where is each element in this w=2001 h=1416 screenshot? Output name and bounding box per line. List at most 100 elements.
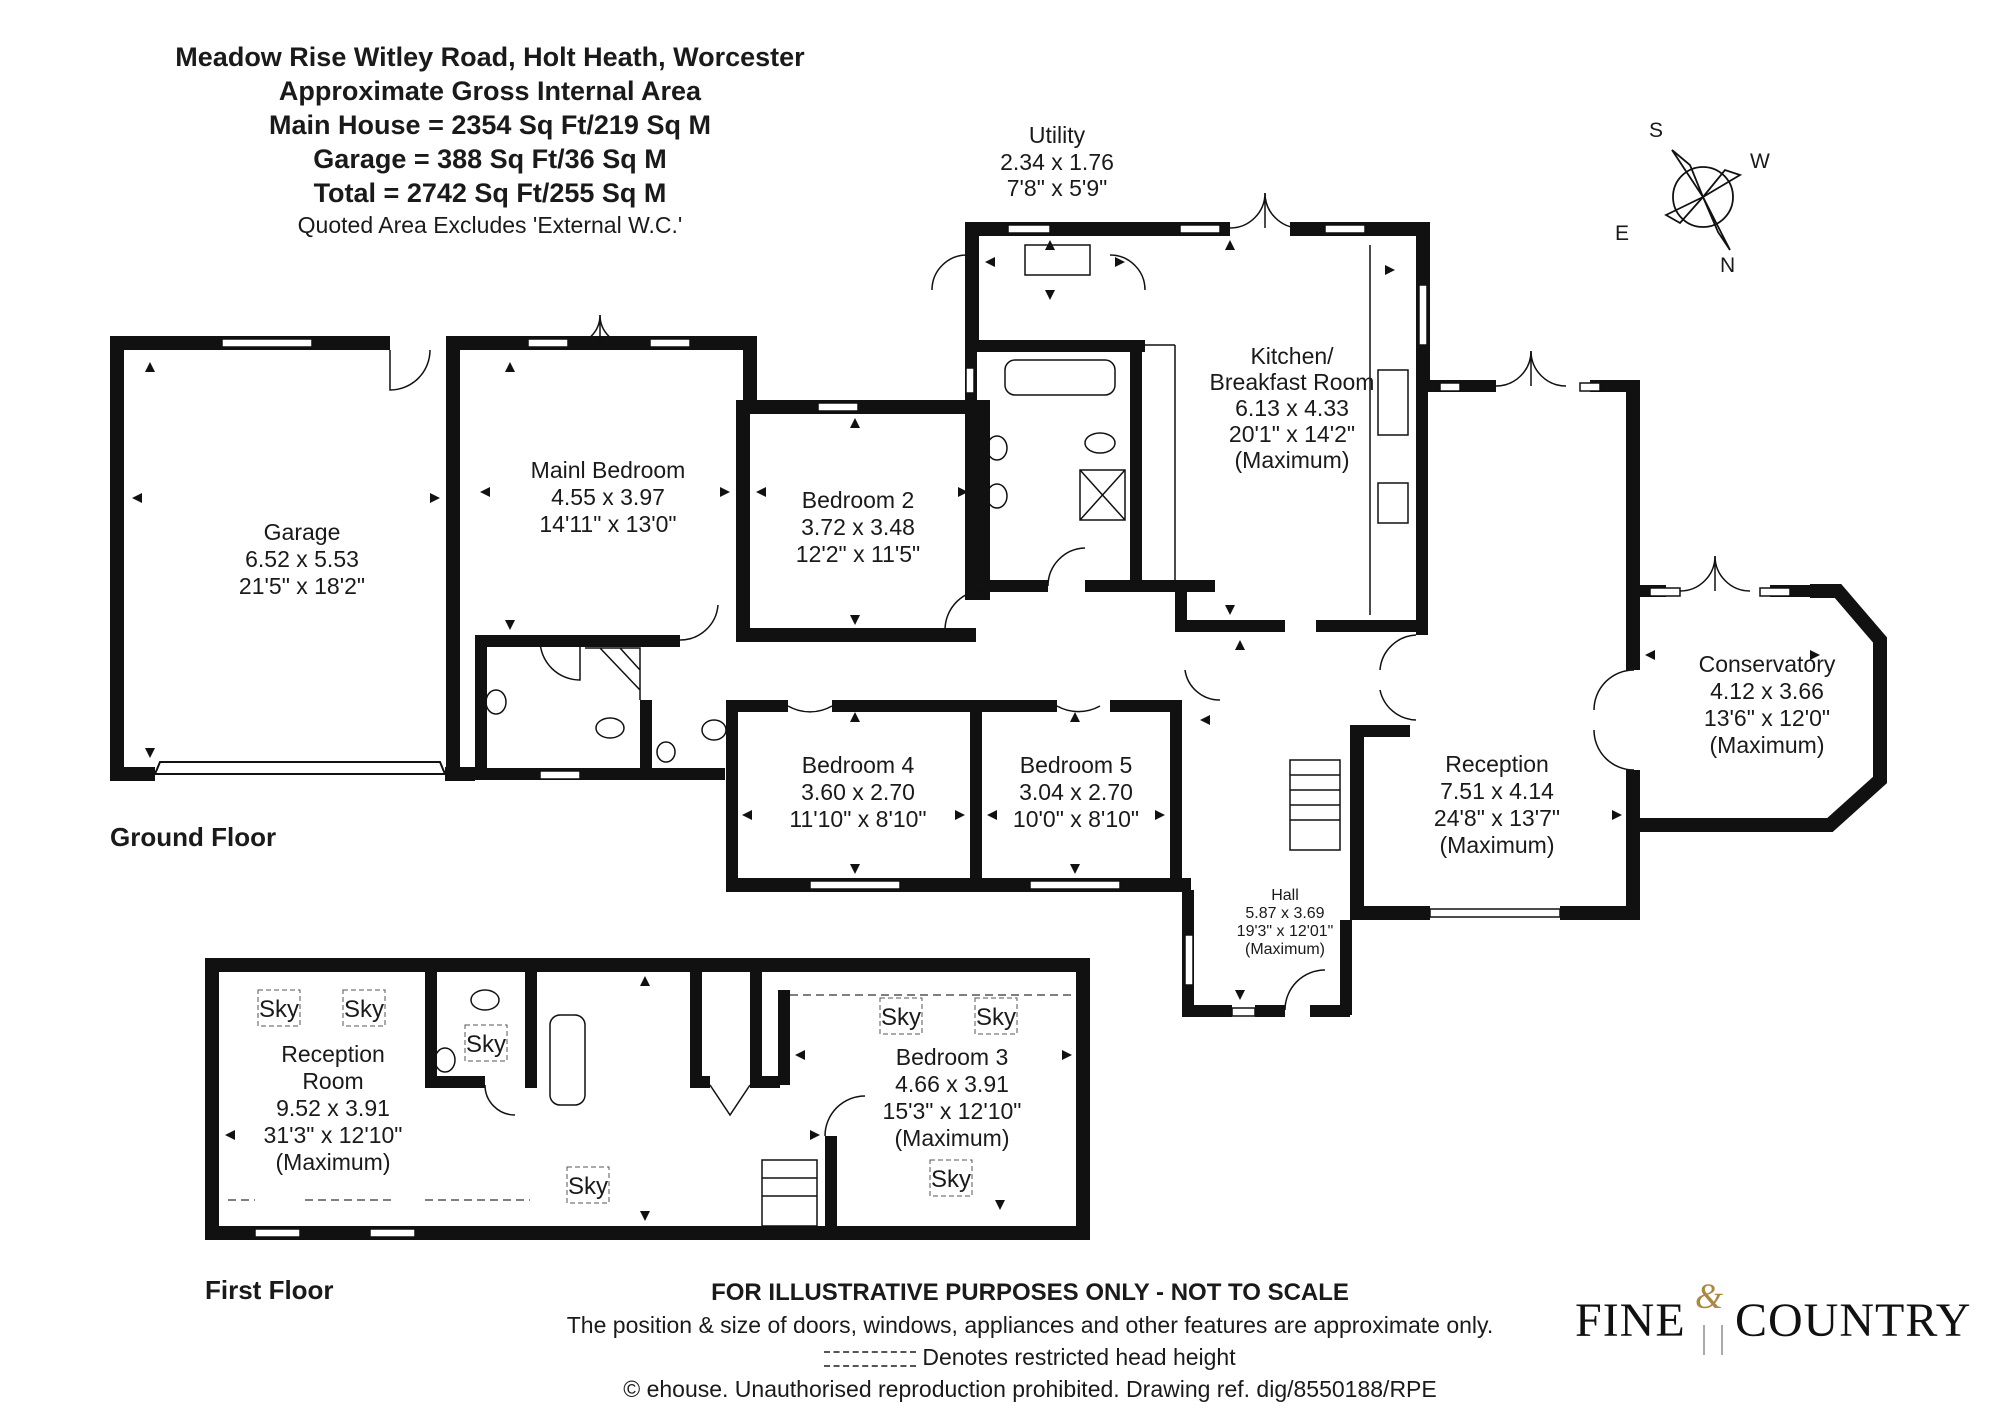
- kitchen-metric: 6.13 x 4.33: [1235, 395, 1349, 421]
- wall: [446, 336, 460, 781]
- bedroom3-metric: 4.66 x 3.91: [895, 1071, 1009, 1097]
- door-swing: [787, 705, 833, 713]
- wall: [1175, 620, 1285, 632]
- door-swing: [599, 314, 631, 346]
- wall: [1310, 1005, 1350, 1017]
- door-swing: [539, 639, 581, 681]
- basin-icon: [485, 689, 507, 715]
- first-floor-label: First Floor: [205, 1275, 334, 1305]
- window: [1231, 1007, 1256, 1017]
- fixtures: [434, 244, 1409, 1106]
- wall: [965, 222, 1145, 236]
- door-swing: [1495, 350, 1532, 387]
- wall: [205, 958, 219, 1240]
- window: [1179, 224, 1221, 234]
- compass-n: N: [1720, 254, 1735, 277]
- compass-w: W: [1750, 150, 1770, 173]
- wall: [1350, 725, 1410, 737]
- bedroom3-note: (Maximum): [895, 1125, 1010, 1151]
- door-swing: [1264, 192, 1301, 229]
- reception-imperial: 24'8" x 13'7": [1434, 805, 1560, 831]
- bedroom4-name: Bedroom 4: [802, 752, 915, 778]
- utility-name: Utility: [1029, 122, 1086, 148]
- wall: [1626, 380, 1640, 670]
- window: [809, 880, 901, 890]
- skylight: Sky: [974, 997, 1018, 1035]
- door-swing: [484, 1084, 516, 1116]
- header: Meadow Rise Witley Road, Holt Heath, Wor…: [150, 40, 830, 240]
- wall: [825, 1136, 837, 1240]
- room-labels: Utility 2.34 x 1.76 7'8" x 5'9" Kitchen/…: [239, 122, 1836, 858]
- wall: [446, 336, 756, 350]
- window: [1759, 587, 1791, 597]
- svg-text:Sky: Sky: [931, 1166, 971, 1193]
- bedroom5-metric: 3.04 x 2.70: [1019, 779, 1133, 805]
- door-swing: [1593, 669, 1635, 711]
- wall: [1416, 380, 1428, 635]
- reception-room-metric: 9.52 x 3.91: [276, 1095, 390, 1121]
- window: [254, 1228, 301, 1238]
- wall: [1170, 700, 1182, 890]
- svg-text:Sky: Sky: [344, 996, 384, 1023]
- reception-name: Reception: [1445, 751, 1549, 777]
- skylight: Sky: [929, 1159, 973, 1197]
- pillar-icon: [1703, 1325, 1723, 1355]
- first-floor-labels: Reception Room 9.52 x 3.91 31'3" x 12'10…: [264, 1041, 1022, 1175]
- door-swing: [1047, 547, 1086, 587]
- wall: [475, 635, 487, 780]
- wall: [750, 958, 762, 1088]
- kitchen-name-1: Kitchen/: [1250, 343, 1334, 369]
- conservatory-imperial: 13'6" x 12'0": [1704, 705, 1830, 731]
- legend: Denotes restricted head height: [440, 1341, 1620, 1373]
- wall: [110, 767, 155, 781]
- compass-point: [1702, 168, 1743, 198]
- sink-icon: [1377, 369, 1409, 436]
- wall: [1340, 920, 1352, 1015]
- garage-name: Garage: [264, 519, 341, 545]
- dimension-arrows: [132, 240, 1820, 1221]
- disclaimer-title: FOR ILLUSTRATIVE PURPOSES ONLY - NOT TO …: [711, 1279, 1349, 1306]
- wall: [970, 700, 982, 890]
- compass-point: [1664, 196, 1704, 225]
- window: [1418, 284, 1428, 346]
- compass-ring: [1672, 166, 1734, 228]
- compass-e: E: [1615, 222, 1629, 245]
- garage-imperial: 21'5" x 18'2": [239, 573, 365, 599]
- skylight: Sky: [464, 1024, 508, 1062]
- basin-icon: [986, 435, 1008, 461]
- footer: FOR ILLUSTRATIVE PURPOSES ONLY - NOT TO …: [440, 1277, 1620, 1405]
- window: [1184, 934, 1194, 986]
- door-swing: [709, 1084, 751, 1117]
- bath-icon: [549, 1014, 586, 1106]
- bedroom5-name: Bedroom 5: [1020, 752, 1133, 778]
- wall: [965, 340, 977, 600]
- door-swing: [1714, 555, 1751, 592]
- reception-note: (Maximum): [1440, 832, 1555, 858]
- conservatory-name: Conservatory: [1699, 651, 1836, 677]
- wall: [1560, 906, 1640, 920]
- window: [1429, 908, 1561, 918]
- wall: [1110, 700, 1180, 712]
- reception-metric: 7.51 x 4.14: [1440, 778, 1554, 804]
- wall: [750, 1076, 780, 1088]
- hall-note: (Maximum): [1245, 941, 1325, 958]
- wall: [1182, 1005, 1232, 1017]
- door-swing: [1593, 729, 1635, 771]
- wall: [743, 400, 988, 414]
- door-swing: [1229, 192, 1266, 229]
- windows: [221, 224, 1791, 1238]
- walls: [110, 222, 1810, 1240]
- window: [221, 338, 313, 348]
- skylight: Sky: [257, 989, 301, 1027]
- window: [1029, 880, 1121, 890]
- door-swing: [1109, 254, 1146, 291]
- basin-icon: [986, 483, 1008, 509]
- door-swing: [1379, 634, 1417, 671]
- wall: [726, 700, 738, 890]
- total-area: Total = 2742 Sq Ft/255 Sq M: [313, 178, 667, 208]
- kitchen-imperial: 20'1" x 14'2": [1229, 421, 1355, 447]
- door-swing: [1184, 669, 1221, 701]
- svg-text:Sky: Sky: [259, 996, 299, 1023]
- restricted-head-height: [228, 994, 1076, 1201]
- door-swing: [1284, 969, 1326, 1011]
